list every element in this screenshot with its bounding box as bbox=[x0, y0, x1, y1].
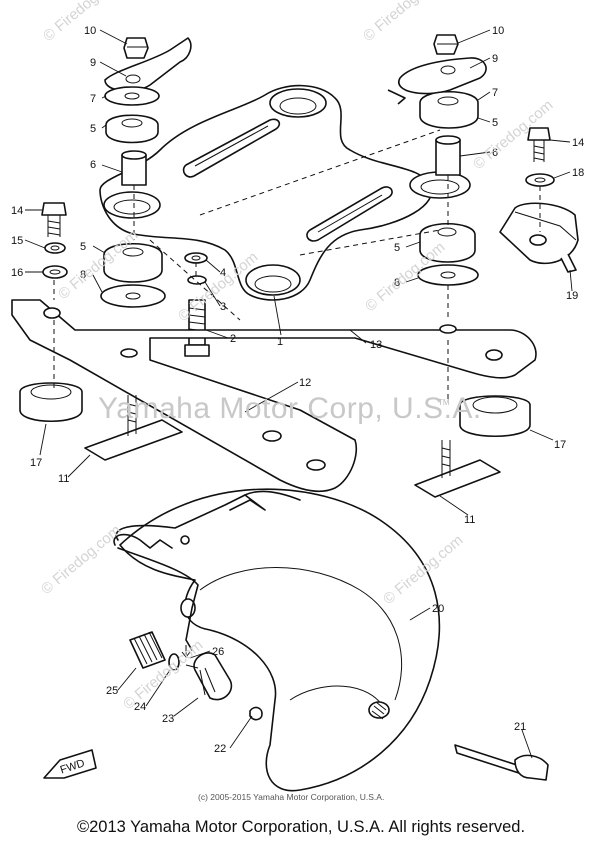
callout-14-left: 14 bbox=[11, 205, 23, 217]
left-lower-rubber-group bbox=[100, 242, 210, 357]
callout-14-right: 14 bbox=[572, 137, 584, 149]
callout-17-left: 17 bbox=[30, 457, 42, 469]
callout-4: 4 bbox=[220, 267, 226, 279]
front-arrow-icon: FWD bbox=[43, 749, 97, 779]
callout-16: 16 bbox=[11, 267, 23, 279]
callout-9-left: 9 bbox=[90, 57, 96, 69]
callout-7-left: 7 bbox=[90, 93, 96, 105]
callout-20: 20 bbox=[432, 603, 444, 615]
leader-lines bbox=[24, 29, 573, 759]
trademark-mark: TM bbox=[438, 398, 450, 407]
mount-plates bbox=[11, 299, 537, 492]
callout-19: 19 bbox=[566, 290, 578, 302]
right-bracket-group bbox=[499, 127, 579, 273]
callout-13: 13 bbox=[370, 339, 382, 351]
callout-21: 21 bbox=[514, 721, 526, 733]
left-top-mount-stack bbox=[104, 37, 192, 186]
callout-7-right: 7 bbox=[492, 87, 498, 99]
fine-print: (c) 2005-2015 Yamaha Motor Corporation, … bbox=[198, 792, 385, 802]
callout-5-right-lower: 5 bbox=[394, 242, 400, 254]
small-parts bbox=[129, 631, 549, 781]
callout-3: 3 bbox=[220, 301, 226, 313]
wire-rod bbox=[115, 490, 301, 651]
callout-6-right: 6 bbox=[492, 147, 498, 159]
left-bolt-group bbox=[41, 202, 68, 279]
callout-2: 2 bbox=[230, 333, 236, 345]
callout-23: 23 bbox=[162, 713, 174, 725]
callout-numbers: 10 9 7 5 6 14 15 16 5 8 4 3 2 1 10 9 7 5… bbox=[11, 25, 584, 755]
callout-5-right-top: 5 bbox=[492, 117, 498, 129]
callout-25: 25 bbox=[106, 685, 118, 697]
callout-11-left: 11 bbox=[58, 473, 69, 485]
engine-mount-bracket bbox=[99, 84, 471, 301]
callout-5-left-lower: 5 bbox=[80, 241, 86, 253]
callout-11-right: 11 bbox=[464, 514, 475, 526]
callout-22: 22 bbox=[214, 743, 226, 755]
callout-9-right: 9 bbox=[492, 53, 498, 65]
callout-15: 15 bbox=[11, 235, 23, 247]
right-lower-rubber bbox=[417, 222, 479, 286]
guide-lines bbox=[53, 129, 541, 400]
callout-5-left-top: 5 bbox=[90, 123, 96, 135]
callout-26: 26 bbox=[212, 646, 224, 658]
callout-10-right: 10 bbox=[492, 25, 504, 37]
callout-8-right: 8 bbox=[394, 277, 400, 289]
callout-1: 1 bbox=[277, 336, 283, 348]
yamaha-watermark: Yamaha Motor Corp, U.S.A. bbox=[98, 392, 482, 425]
callout-10-left: 10 bbox=[84, 25, 96, 37]
rings-and-studs bbox=[19, 382, 531, 498]
callout-12: 12 bbox=[299, 377, 311, 389]
callout-6-left: 6 bbox=[90, 159, 96, 171]
callout-17-right: 17 bbox=[554, 439, 566, 451]
copyright-footer: ©2013 Yamaha Motor Corporation, U.S.A. A… bbox=[76, 818, 526, 836]
callout-18: 18 bbox=[572, 167, 584, 179]
callout-8-left: 8 bbox=[80, 269, 86, 281]
heat-shield bbox=[113, 488, 441, 792]
right-top-mount-stack bbox=[387, 34, 487, 176]
callout-24: 24 bbox=[134, 701, 146, 713]
